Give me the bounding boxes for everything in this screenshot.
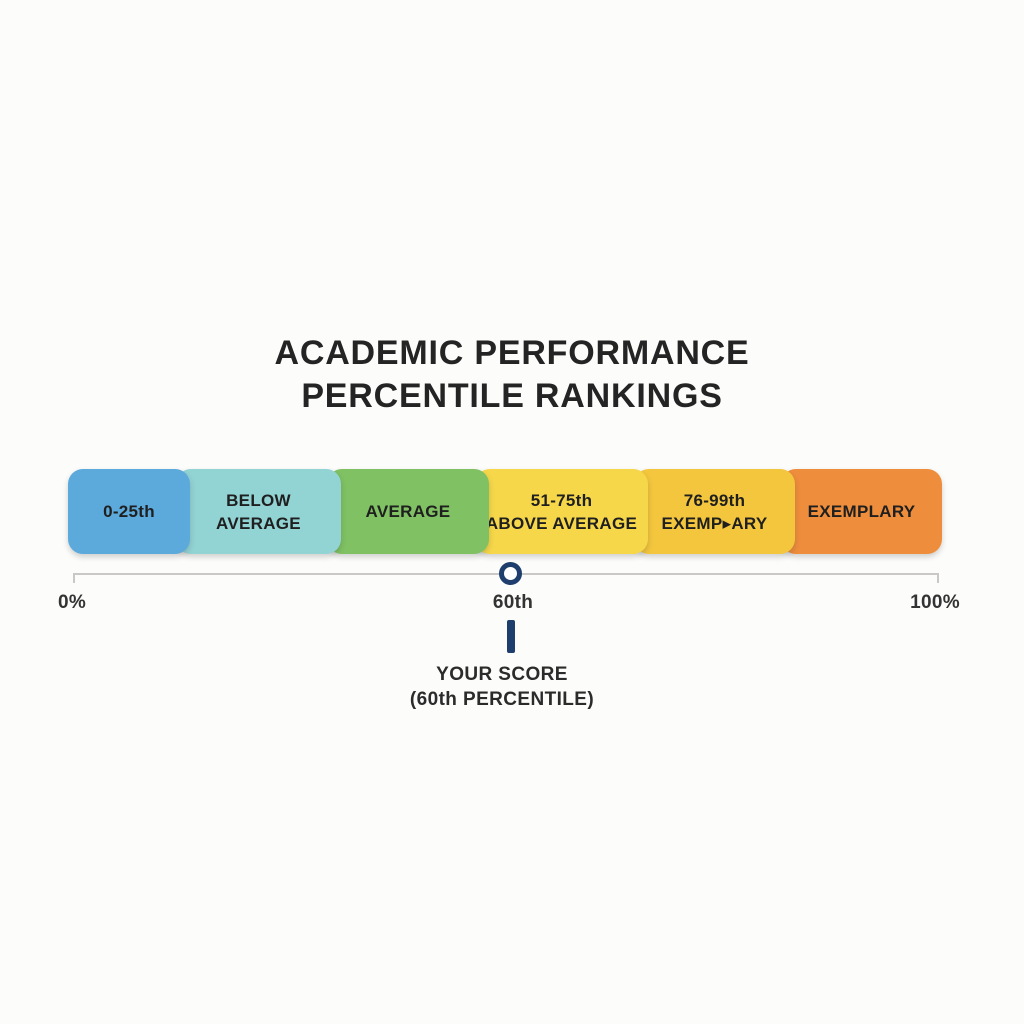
- segment-label: 76-99th: [683, 490, 746, 510]
- segment-label: BELOW: [226, 490, 291, 510]
- score-marker-circle-icon: [499, 562, 522, 585]
- score-pointer-line: [507, 620, 515, 653]
- segment-76-99th-exemplary: 76-99th EXEMP▸ARY: [634, 469, 795, 554]
- segment-label: AVERAGE: [216, 513, 301, 533]
- score-callout-line2: (60th PERCENTILE): [409, 689, 595, 710]
- segment-average: AVERAGE: [327, 469, 489, 554]
- segment-exemplary: EXEMPLARY: [781, 469, 942, 554]
- axis-label-100: 100%: [910, 592, 960, 613]
- chart-title: ACADEMIC PERFORMANCE PERCENTILE RANKINGS: [0, 332, 1024, 418]
- segment-label: 51-75th: [530, 490, 593, 510]
- segment-label: AVERAGE: [365, 502, 451, 521]
- score-callout: YOUR SCORE (60th PERCENTILE): [342, 662, 662, 712]
- chart-title-line1: ACADEMIC PERFORMANCE: [274, 334, 750, 372]
- chart-title-line2: PERCENTILE RANKINGS: [301, 377, 723, 415]
- segment-label: EXEMPLARY: [807, 502, 916, 521]
- segment-label: EXEMP▸ARY: [661, 513, 768, 533]
- segment-below-average: BELOW AVERAGE: [176, 469, 341, 554]
- score-callout-line1: YOUR SCORE: [436, 664, 568, 685]
- segment-label: 0-25th: [103, 502, 155, 521]
- percentile-bar: 0-25th BELOW AVERAGE AVERAGE 51-75th ABO…: [68, 469, 942, 554]
- axis-label-0: 0%: [58, 592, 87, 613]
- segment-above-average: 51-75th ABOVE AVERAGE: [475, 469, 648, 554]
- axis-label-60th: 60th: [492, 592, 534, 613]
- segment-label: ABOVE AVERAGE: [485, 513, 638, 533]
- segment-0-25th: 0-25th: [68, 469, 190, 554]
